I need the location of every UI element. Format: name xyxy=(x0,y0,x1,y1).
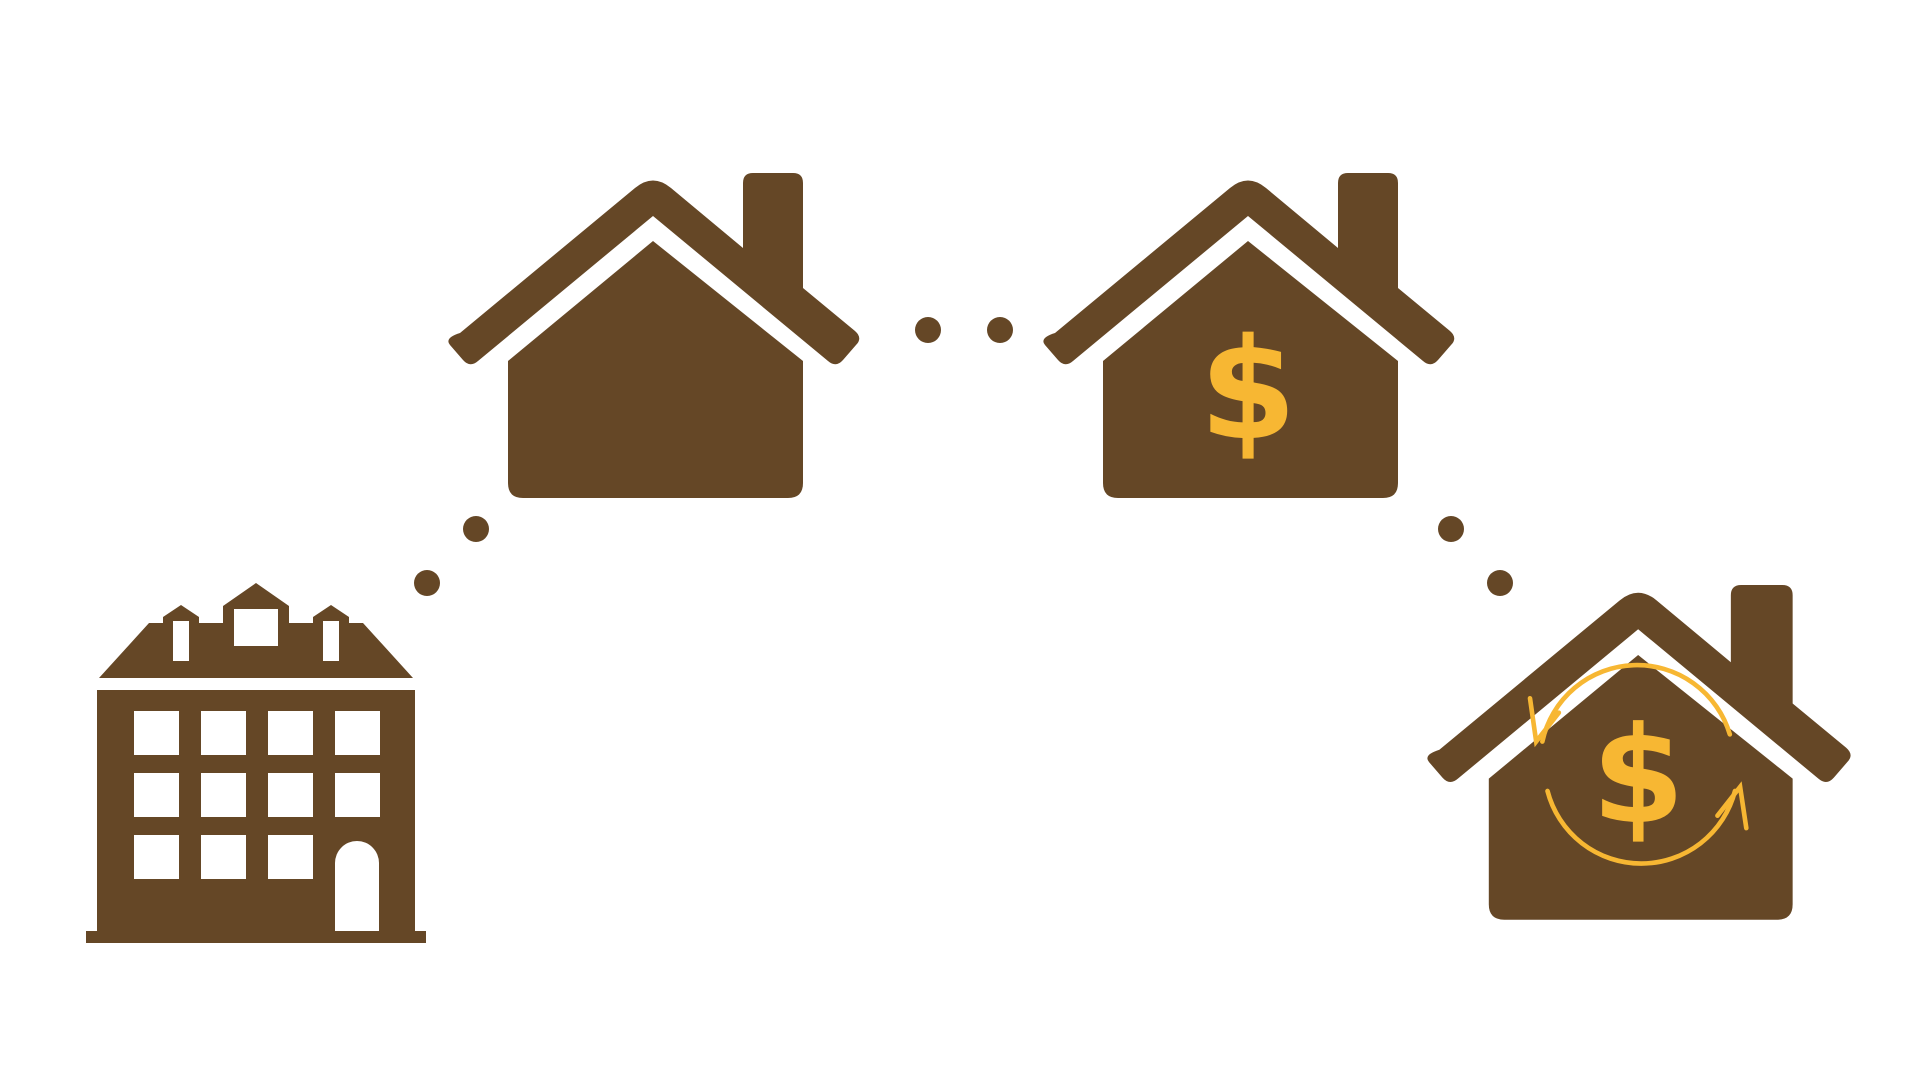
house-icon xyxy=(448,173,860,498)
dotted-connector xyxy=(414,317,1513,596)
connector-dot xyxy=(987,317,1013,343)
dollar-sign-icon: $ xyxy=(1199,309,1296,472)
cycle-arrows-icon xyxy=(1527,662,1749,866)
connector-dot xyxy=(915,317,941,343)
connector-dot xyxy=(463,516,489,542)
dollar-sign-icon: $ xyxy=(1592,698,1685,854)
connector-dot xyxy=(414,570,440,596)
house-dollar-icon: $ xyxy=(1043,173,1455,498)
connector-dot xyxy=(1438,516,1464,542)
house-dollar-cycle-icon: $ xyxy=(1427,585,1851,920)
connector-dot xyxy=(1487,570,1513,596)
apartment-building-icon xyxy=(86,583,426,943)
